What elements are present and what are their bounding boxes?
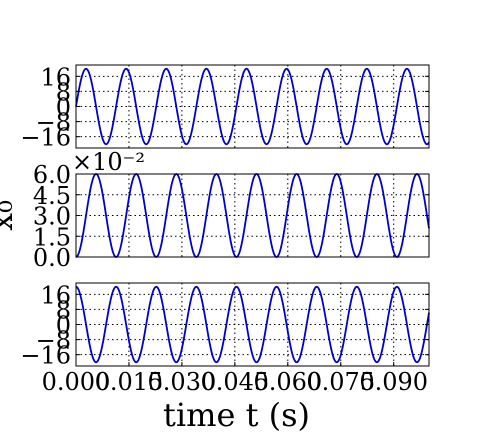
xtick-label-2: 0.030 bbox=[148, 368, 217, 396]
ytick-label-top-1: −8 bbox=[36, 109, 71, 137]
ytick-label-top-4: 16 bbox=[40, 63, 71, 91]
xtick-label-0: 0.000 bbox=[42, 368, 111, 396]
xtick-label-4: 0.060 bbox=[253, 368, 322, 396]
ytick-label-middle-3: 4.5 bbox=[33, 182, 71, 210]
ytick-label-bottom-3: 8 bbox=[56, 296, 71, 324]
series-line-top-0 bbox=[75, 67, 430, 146]
ytick-label-bottom-0: −16 bbox=[20, 342, 71, 370]
ytick-label-top-3: 8 bbox=[56, 78, 71, 106]
x-axis-label: time t (s) bbox=[163, 396, 310, 432]
y-multiplier-label-middle: ×10⁻² bbox=[72, 148, 145, 176]
xtick-label-3: 0.045 bbox=[200, 368, 269, 396]
ytick-label-bottom-1: −8 bbox=[36, 327, 71, 355]
series-line-bottom-0 bbox=[75, 285, 430, 364]
xtick-label-5: 0.075 bbox=[306, 368, 375, 396]
ytick-label-middle-2: 3.0 bbox=[33, 203, 71, 231]
ytick-label-bottom-2: 0 bbox=[56, 312, 71, 340]
xtick-label-1: 0.015 bbox=[95, 368, 164, 396]
ytick-label-middle-4: 6.0 bbox=[33, 161, 71, 189]
ytick-label-top-0: −16 bbox=[20, 124, 71, 152]
xtick-label-6: 0.090 bbox=[359, 368, 428, 396]
ytick-label-middle-1: 1.5 bbox=[33, 223, 71, 251]
series-line-middle-0 bbox=[75, 173, 430, 258]
ytick-label-bottom-4: 16 bbox=[40, 281, 71, 309]
ytick-label-top-2: 0 bbox=[56, 94, 71, 122]
ytick-label-middle-0: 0.0 bbox=[33, 244, 71, 272]
y-axis-label-middle: x₀ bbox=[0, 200, 20, 231]
